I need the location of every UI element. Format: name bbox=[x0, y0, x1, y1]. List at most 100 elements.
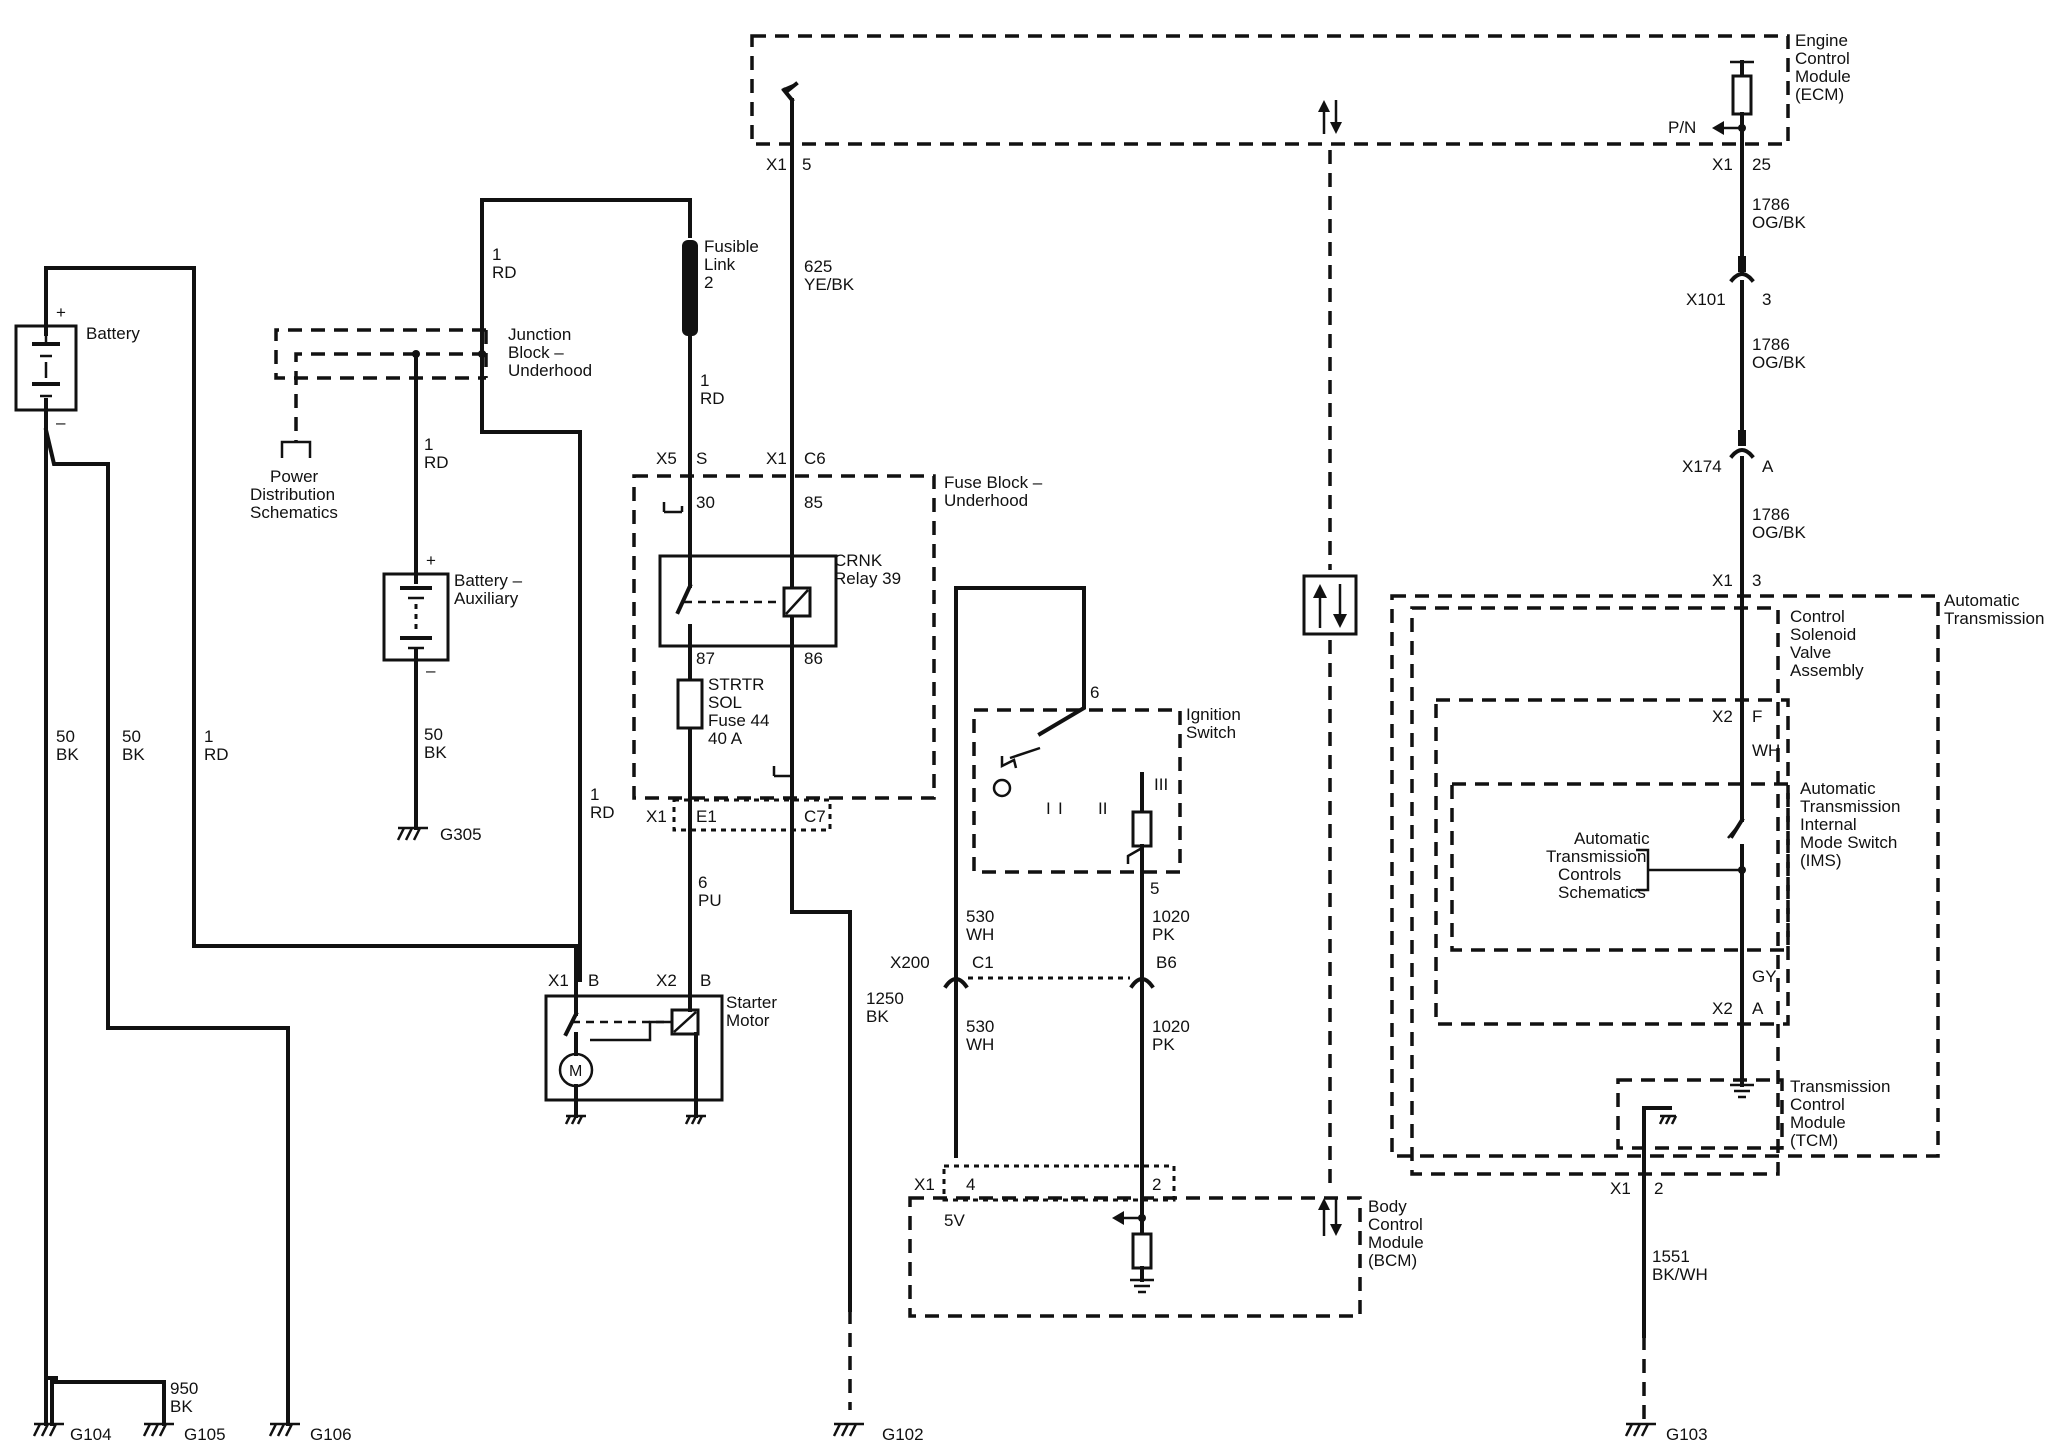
svg-text:Control: Control bbox=[1795, 49, 1850, 68]
svg-text:G305: G305 bbox=[440, 825, 482, 844]
svg-text:530: 530 bbox=[966, 1017, 994, 1036]
svg-text:Ignition: Ignition bbox=[1186, 705, 1241, 724]
svg-text:III: III bbox=[1154, 775, 1168, 794]
ecm-x1-label: X1 bbox=[766, 155, 787, 174]
svg-text:X1: X1 bbox=[1610, 1179, 1631, 1198]
svg-text:Solenoid: Solenoid bbox=[1790, 625, 1856, 644]
svg-text:X1: X1 bbox=[766, 449, 787, 468]
svg-text:Distribution: Distribution bbox=[250, 485, 335, 504]
svg-text:BK: BK bbox=[866, 1007, 889, 1026]
svg-text:Starter: Starter bbox=[726, 993, 777, 1012]
svg-text:1786: 1786 bbox=[1752, 505, 1790, 524]
svg-text:950: 950 bbox=[170, 1379, 198, 1398]
ecm-crank-switch bbox=[781, 81, 799, 122]
x174-pin: A bbox=[1762, 457, 1774, 476]
svg-text:4: 4 bbox=[966, 1175, 975, 1194]
svg-text:Fusible: Fusible bbox=[704, 237, 759, 256]
svg-text:G105: G105 bbox=[184, 1425, 226, 1444]
svg-text:1020: 1020 bbox=[1152, 1017, 1190, 1036]
ground-g106: G106 bbox=[268, 1422, 352, 1444]
svg-text:Control: Control bbox=[1368, 1215, 1423, 1234]
svg-text:X2: X2 bbox=[656, 971, 677, 990]
svg-text:I: I bbox=[1058, 799, 1063, 818]
svg-text:WH: WH bbox=[966, 925, 994, 944]
svg-text:Schematics: Schematics bbox=[250, 503, 338, 522]
svg-text:X1: X1 bbox=[914, 1175, 935, 1194]
x200-connector: X200 C1 B6 bbox=[890, 953, 1177, 989]
svg-text:CRNK: CRNK bbox=[834, 551, 883, 570]
ecm-module: Engine Control Module (ECM) P/N bbox=[750, 31, 1851, 146]
svg-text:Auxiliary: Auxiliary bbox=[454, 589, 519, 608]
at-pin3-label: 3 bbox=[1752, 571, 1761, 590]
svg-text:RD: RD bbox=[590, 803, 615, 822]
serial-data-arrow-ecm bbox=[1318, 100, 1342, 134]
automatic-transmission-module: Automatic Transmission Control Solenoid … bbox=[1390, 591, 2044, 1176]
svg-text:87: 87 bbox=[696, 649, 715, 668]
svg-text:Underhood: Underhood bbox=[508, 361, 592, 380]
svg-text:2: 2 bbox=[1152, 1175, 1161, 1194]
x101-pin: 3 bbox=[1762, 290, 1771, 309]
svg-text:YE/BK: YE/BK bbox=[804, 275, 855, 294]
wire-1786: 1786 OG/BK 1786 OG/BK 1786 OG/BK bbox=[1729, 128, 1807, 822]
svg-text:(IMS): (IMS) bbox=[1800, 851, 1842, 870]
svg-text:1: 1 bbox=[700, 371, 709, 390]
svg-text:(TCM): (TCM) bbox=[1790, 1131, 1838, 1150]
svg-text:Body: Body bbox=[1368, 1197, 1407, 1216]
svg-text:BK: BK bbox=[122, 745, 145, 764]
svg-text:Switch: Switch bbox=[1186, 723, 1236, 742]
ground-g105: G105 bbox=[142, 1422, 226, 1444]
tcm-module: Transmission Control Module (TCM) bbox=[1616, 1077, 1890, 1338]
svg-text:B: B bbox=[700, 971, 711, 990]
at-x1-label: X1 bbox=[1712, 571, 1733, 590]
svg-text:B: B bbox=[588, 971, 599, 990]
svg-text:STRTR: STRTR bbox=[708, 675, 764, 694]
bcm-module: Body Control Module (BCM) X1 4 2 5V bbox=[908, 1154, 1424, 1318]
svg-text:B6: B6 bbox=[1156, 953, 1177, 972]
svg-text:Transmission: Transmission bbox=[1800, 797, 1900, 816]
svg-text:Internal: Internal bbox=[1800, 815, 1857, 834]
svg-text:(ECM): (ECM) bbox=[1795, 85, 1844, 104]
svg-text:PK: PK bbox=[1152, 925, 1175, 944]
svg-text:Block –: Block – bbox=[508, 343, 564, 362]
svg-text:30: 30 bbox=[696, 493, 715, 512]
svg-text:Transmission: Transmission bbox=[1790, 1077, 1890, 1096]
svg-text:OG/BK: OG/BK bbox=[1752, 213, 1807, 232]
svg-text:1786: 1786 bbox=[1752, 195, 1790, 214]
svg-text:X2: X2 bbox=[1712, 707, 1733, 726]
svg-text:Automatic: Automatic bbox=[1800, 779, 1876, 798]
svg-text:I: I bbox=[1046, 799, 1051, 818]
svg-text:BK/WH: BK/WH bbox=[1652, 1265, 1708, 1284]
svg-text:+: + bbox=[56, 303, 66, 322]
svg-text:Transmission: Transmission bbox=[1944, 609, 2044, 628]
svg-text:G102: G102 bbox=[882, 1425, 924, 1444]
svg-text:M: M bbox=[569, 1063, 582, 1080]
svg-text:A: A bbox=[1752, 999, 1764, 1018]
svg-text:Assembly: Assembly bbox=[1790, 661, 1864, 680]
svg-text:(BCM): (BCM) bbox=[1368, 1251, 1417, 1270]
svg-text:BK: BK bbox=[424, 743, 447, 762]
fuse-block-underhood: Fuse Block – Underhood 30 85 87 86 CRNK … bbox=[632, 464, 1043, 1008]
ecm-pin5-label: 5 bbox=[802, 155, 811, 174]
svg-text:Schematics: Schematics bbox=[1558, 883, 1646, 902]
svg-text:Battery: Battery bbox=[86, 324, 140, 343]
svg-text:Module: Module bbox=[1795, 67, 1851, 86]
svg-text:530: 530 bbox=[966, 907, 994, 926]
svg-text:Engine: Engine bbox=[1795, 31, 1848, 50]
svg-text:625: 625 bbox=[804, 257, 832, 276]
svg-text:II: II bbox=[1098, 799, 1107, 818]
svg-text:1250: 1250 bbox=[866, 989, 904, 1008]
svg-text:1: 1 bbox=[492, 245, 501, 264]
svg-text:Fuse Block –: Fuse Block – bbox=[944, 473, 1043, 492]
svg-text:Battery –: Battery – bbox=[454, 571, 523, 590]
svg-text:F: F bbox=[1752, 707, 1762, 726]
ground-g305: G305 bbox=[396, 825, 482, 844]
svg-text:OG/BK: OG/BK bbox=[1752, 523, 1807, 542]
fusible-link: Fusible Link 2 1 RD bbox=[682, 237, 759, 468]
battery-wires: 50 BK 50 BK 1 RD 950 BK bbox=[43, 266, 578, 1426]
wire-625: 625 YE/BK bbox=[790, 118, 855, 1410]
svg-text:+: + bbox=[426, 551, 436, 570]
svg-text:2: 2 bbox=[704, 273, 713, 292]
svg-text:X200: X200 bbox=[890, 953, 930, 972]
svg-text:BK: BK bbox=[170, 1397, 193, 1416]
svg-text:50: 50 bbox=[424, 725, 443, 744]
